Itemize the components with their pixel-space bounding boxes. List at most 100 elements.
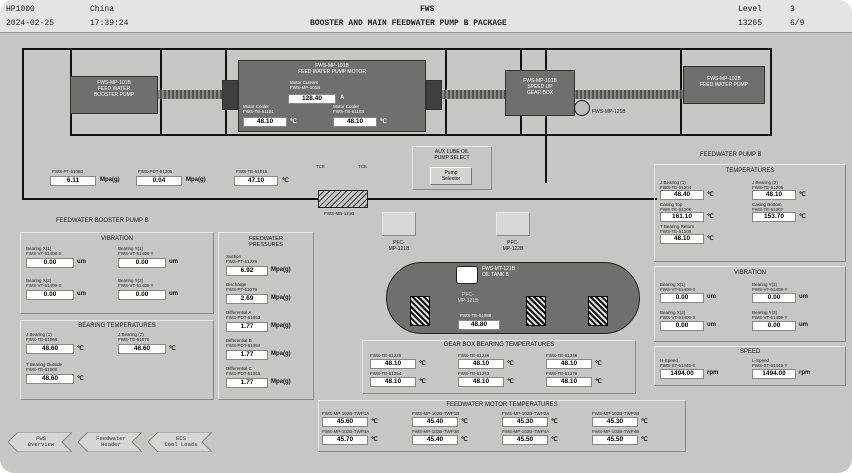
aux-lube-panel	[412, 146, 492, 190]
motor-cooler1-label: Motor Cooler FWS-TE-51101	[243, 104, 274, 114]
pipe-bottom-return	[70, 134, 770, 136]
motor-cooler1-unit: ℃	[290, 119, 297, 125]
reading-label: Suction FWS-PT-51229	[226, 254, 258, 264]
reading-unit: ℃	[641, 419, 648, 425]
reading-label: L-Speed FWS-ST-51445-Y	[752, 358, 788, 368]
reading-label: Bearing Y(2) FWS-VT-51409-Y	[752, 310, 788, 320]
date: 2024-02-25	[6, 19, 55, 28]
tank-temp-value: 48.80	[458, 320, 500, 330]
reading-unit: ℃	[169, 346, 176, 352]
reading-unit: rpm	[707, 370, 719, 376]
line-reading-3-tag: FWS-TE-51016	[236, 169, 268, 174]
reading-unit: ℃	[507, 379, 514, 385]
fw-temps-panel	[654, 164, 846, 262]
reading-label: Bearing X(2) FWS-VT-51409-X	[26, 278, 62, 288]
fw-speed-panel	[654, 346, 846, 386]
reading-unit: rpm	[799, 370, 811, 376]
line-reading-1-tag: FWS-PT-51080	[52, 169, 84, 174]
reading-value: 48.60	[26, 374, 74, 384]
reading-value: 6.92	[226, 266, 268, 276]
reading-label: H-Speed FWS-ST-51445-X	[660, 358, 696, 368]
reading-label: J Bearing (1) FWS-TE-51204	[660, 180, 692, 190]
reading-unit: ℃	[507, 361, 514, 367]
motor-temps-panel	[318, 400, 686, 452]
reading-unit: um	[799, 294, 808, 300]
reading-label: Bearing Y(2) FWS-VT-51409-Y	[118, 278, 154, 288]
fw-pump-title: FEEDWATER PUMP B	[700, 152, 762, 158]
motor-cooler2-unit: ℃	[380, 119, 387, 125]
fw-temps-title: TEMPERATURES	[725, 168, 775, 174]
reading-value: 45.40	[412, 435, 458, 445]
reading-unit: ℃	[799, 192, 806, 198]
motor-cooler1-value: 48.10	[243, 117, 287, 127]
reading-value: 48.10	[458, 359, 504, 369]
booster-vibration-title: VIBRATION	[101, 236, 133, 242]
reading-label: Differential B FWS-PDT-51054	[226, 338, 261, 348]
reading-unit: ℃	[707, 192, 714, 198]
motor-current-value: 128.40	[288, 94, 336, 104]
gearbox-label: FWS-MP-101B SPEED UP GEAR BOX	[523, 78, 557, 96]
reading-unit: ℃	[595, 361, 602, 367]
reading-unit: Mpa(g)	[271, 379, 291, 385]
reading-label: FWS-TE-51226	[458, 353, 490, 358]
reading-value: 161.10	[660, 212, 704, 222]
reading-value: 1494.00	[660, 369, 704, 379]
filter-3	[588, 296, 608, 326]
reading-label: Casing Top FWS-TE-51206	[660, 202, 692, 212]
motor-end-left	[222, 80, 238, 110]
pfc-box-2[interactable]	[496, 212, 530, 236]
reading-unit: um	[77, 291, 86, 297]
reading-unit: Mpa(g)	[271, 267, 291, 273]
aux-lube-title: AUX LUBE OIL PUMP SELECT	[434, 149, 470, 161]
pfc-box-1[interactable]	[382, 212, 416, 236]
line-reading-2-value: 0.04	[136, 176, 182, 186]
pipe-left-vertical	[22, 48, 24, 200]
reading-value: 45.30	[592, 417, 638, 427]
reading-value: 45.60	[322, 417, 368, 427]
reading-label: FWS-TE-51246	[546, 353, 578, 358]
reading-label: Bearing X(2) FWS-VT-51409-X	[660, 310, 696, 320]
reading-value: 48.10	[546, 377, 592, 387]
motor-end-right	[426, 80, 442, 110]
reading-value: 45.50	[502, 435, 548, 445]
pump-selector-button[interactable]: Pump Selector	[430, 167, 472, 185]
reading-value: 48.60	[26, 344, 74, 354]
nav-feedwater-header[interactable]: Feedwater Header	[77, 431, 144, 453]
reading-unit: ℃	[461, 419, 468, 425]
fw-speed-title: SPEED	[739, 349, 761, 355]
reading-unit: ℃	[707, 236, 714, 242]
reading-value: 1.77	[226, 322, 268, 332]
reading-label: Bearing Y(1) FWS-VT-51408-Y	[752, 282, 788, 292]
reading-label: Differential C FWS-PDT-51055	[226, 366, 261, 376]
reading-label: FWS-MP-102B-TWP2A	[502, 411, 550, 416]
pipe-right-vertical	[770, 48, 772, 136]
pressure-gauge-icon	[574, 100, 590, 116]
pfc-box-3-label: PFC- MP-121B	[457, 292, 479, 304]
reading-label: FWS-MP-102B-TWP2B	[592, 411, 640, 416]
reading-label: FWS-MP-102B-TWP1A	[322, 411, 370, 416]
reading-label: FWS-TE-51243	[458, 371, 490, 376]
tce-label-1: TCE	[316, 164, 325, 169]
reading-label: FWS-TE-51225	[370, 353, 402, 358]
motor-cooler2-value: 48.10	[333, 117, 377, 127]
reading-label: T Bearing Outside FWS-TE-51060	[26, 362, 63, 372]
booster-section-title: FEEDWATER BOOSTER PUMP B	[56, 218, 149, 224]
main-pump-label: FWS-MP-102B FEED WATER PUMP	[699, 76, 749, 88]
reading-value: 0.00	[118, 290, 166, 300]
reading-value: 0.00	[26, 290, 74, 300]
reading-value: 45.50	[592, 435, 638, 445]
reading-label: Casing Bottom FWS-TE-51207	[752, 202, 784, 212]
nav-ecs-cool-loads[interactable]: ECS Cool Loads	[147, 431, 214, 453]
reading-label: Bearing Y(1) FWS-VT-51408-Y	[118, 246, 154, 256]
nav-ecs-cool-loads-label: ECS Cool Loads	[164, 435, 198, 448]
fw-vibration-panel	[654, 266, 846, 342]
system-name: FWS	[420, 5, 435, 14]
nav-fws-overview[interactable]: FWS Overview	[7, 431, 74, 453]
reading-value: 153.70	[752, 212, 796, 222]
reading-value: 45.40	[412, 417, 458, 427]
reading-unit: ℃	[551, 419, 558, 425]
motor-label: FWS-MP-101B FEED WATER PUMP MOTOR	[298, 63, 366, 75]
reading-value: 0.00	[660, 293, 704, 303]
reading-unit: ℃	[371, 419, 378, 425]
